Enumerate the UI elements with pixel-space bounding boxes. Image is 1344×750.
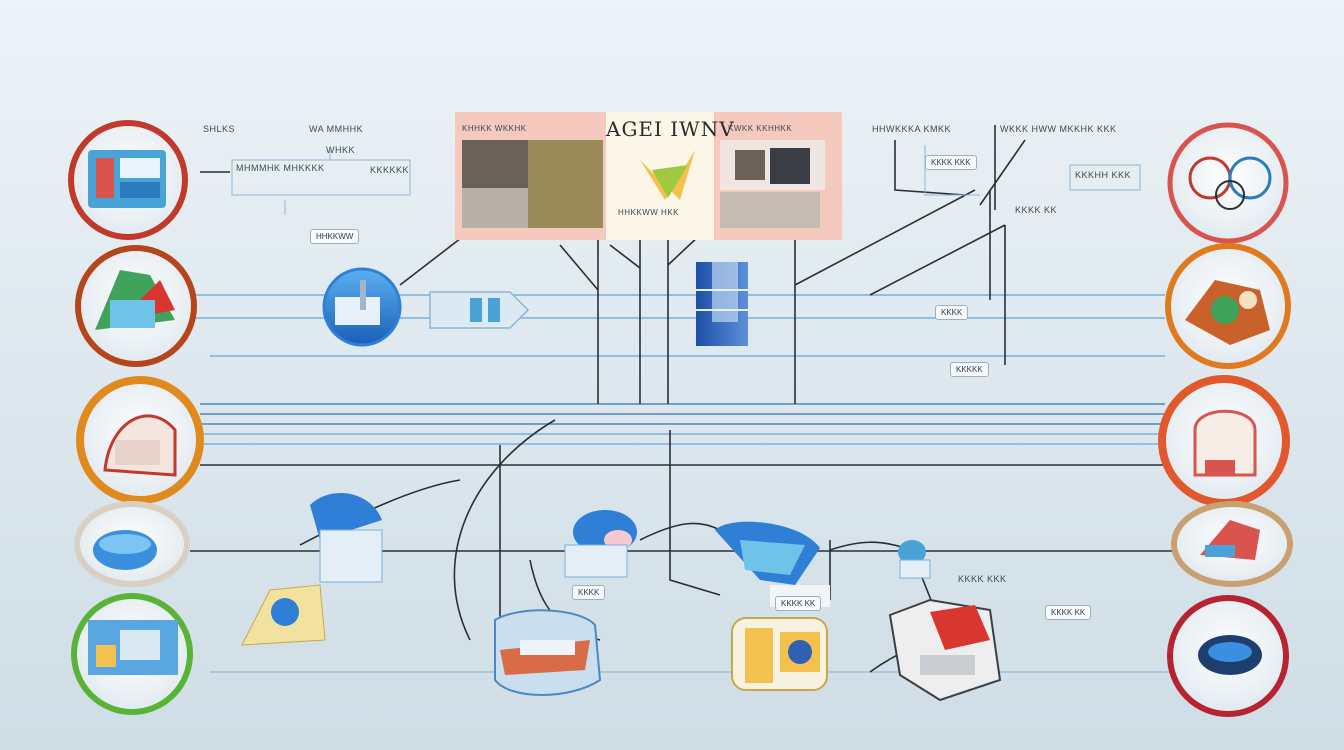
right-node-3[interactable] [1158, 375, 1290, 507]
right-note-3: KKKK KK [1015, 205, 1058, 215]
panel-label-left: KHHKK WKKHK [462, 124, 527, 133]
device-4[interactable] [715, 521, 830, 607]
top-image-panel [455, 112, 842, 240]
mid-tag-2: KKKKK [950, 362, 989, 377]
horizontal-connectors [190, 171, 1175, 673]
right-note-1: KKKK KKK [925, 155, 977, 170]
left-node-3[interactable] [76, 376, 204, 504]
device-3[interactable] [494, 609, 602, 696]
left-node-4[interactable] [74, 501, 190, 587]
device-7[interactable] [888, 598, 1002, 702]
left-node-1[interactable] [68, 120, 188, 240]
device-1[interactable] [241, 493, 383, 646]
storage-node[interactable] [322, 267, 402, 347]
panel-label-right: KWKK KKHHKK [728, 124, 793, 133]
device-5[interactable] [731, 617, 828, 691]
mid-tag-1: KKKK [935, 305, 969, 320]
flow-arrow [429, 291, 530, 329]
left-node-2[interactable] [75, 245, 197, 367]
right-node-5[interactable] [1167, 595, 1289, 717]
right-note-2: KKKHH KKK [1075, 170, 1132, 180]
note-2: WHKK [326, 145, 355, 155]
right-node-1[interactable] [1167, 122, 1289, 244]
right-node-4[interactable] [1171, 501, 1293, 587]
bottom-tag-3: KKKK KKK [958, 574, 1007, 584]
device-2[interactable] [564, 510, 637, 578]
note-3: KKKKKK [370, 165, 410, 175]
panel-title: AGEI IWNV [606, 117, 735, 141]
bottom-tag-2: KKKK KK [775, 596, 822, 611]
label-top-left-b: WA MMHHK [309, 124, 364, 134]
device-6[interactable] [898, 540, 931, 579]
label-top-left-a: SHLKS [203, 124, 236, 134]
right-node-2[interactable] [1165, 243, 1291, 369]
note-4: HHKKWW [310, 229, 360, 244]
bottom-tag-4: KKKK KK [1045, 605, 1092, 620]
note-1: MHMMHK MHKKKK [236, 163, 325, 173]
left-node-5[interactable] [71, 593, 193, 715]
panel-label-mid: HHKKWW HKK [618, 208, 679, 217]
label-top-right-a: HHWKKKA KMKK [872, 124, 952, 134]
label-top-right-b: WKKK HWW MKKHK KKK [1000, 124, 1117, 134]
server-tower [696, 262, 748, 346]
bottom-tag-1: KKKK [572, 585, 606, 600]
